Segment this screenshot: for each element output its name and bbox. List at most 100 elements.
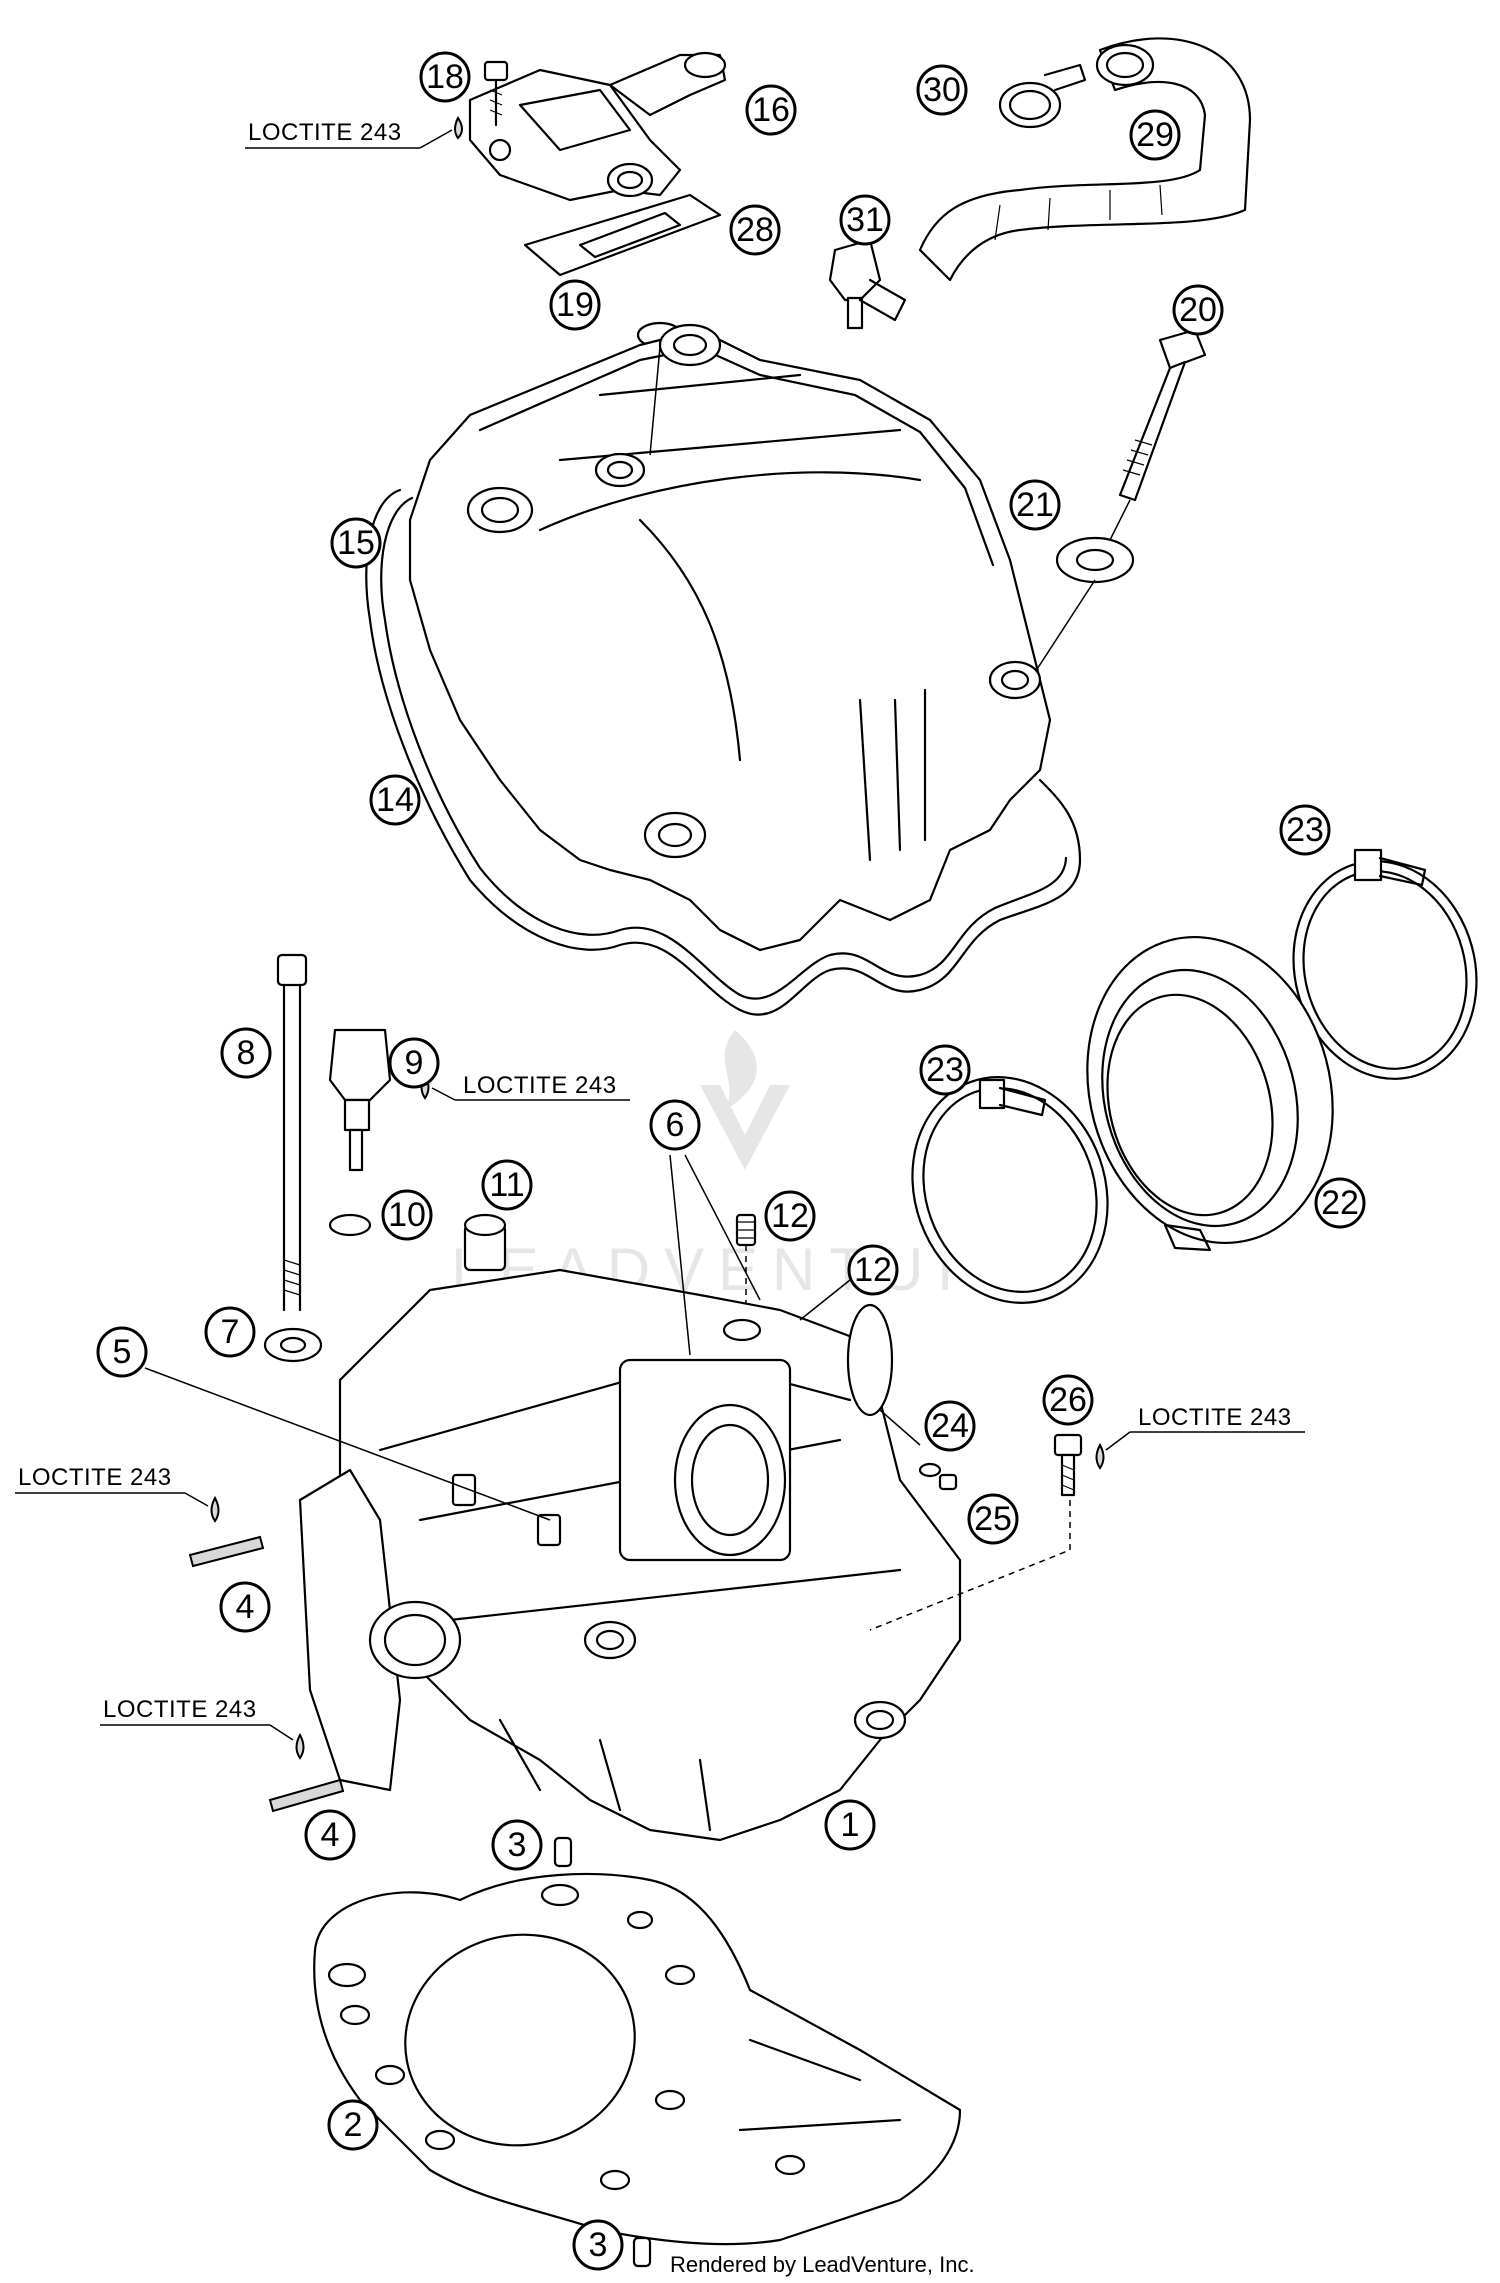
leader-19-to-cover [649, 346, 661, 456]
part-8-head-bolt [276, 953, 308, 1312]
callout-28: 28 [729, 204, 781, 256]
part-2-head-gasket [313, 1872, 962, 2246]
loctite-label-18: LOCTITE 243 [245, 119, 453, 149]
callout-3-upper: 3 [491, 1819, 543, 1871]
svg-text:11: 11 [489, 1166, 524, 1204]
callout-23-upper: 23 [1279, 804, 1331, 856]
part-11-sleeve [463, 1213, 507, 1272]
svg-text:23: 23 [1286, 811, 1324, 849]
svg-text:30: 30 [923, 71, 961, 109]
svg-text:26: 26 [1049, 1381, 1087, 1419]
part-4-lower-dowel [268, 1778, 345, 1813]
callout-12-lower: 12 [847, 1244, 899, 1296]
callout-12-upper: 12 [764, 1190, 816, 1242]
callout-19: 19 [549, 279, 601, 331]
svg-text:LOCTITE 243: LOCTITE 243 [248, 119, 402, 146]
svg-text:3: 3 [589, 2226, 608, 2264]
part-23-lower-clamp [911, 1076, 1109, 1304]
part-14-cover-gasket [365, 488, 1082, 1016]
callout-18: 18 [419, 51, 471, 103]
part-29-coolant-hose [918, 37, 1252, 282]
part-22-intake-boot [1086, 935, 1334, 1252]
loctite-drop-4-lower [295, 1732, 305, 1760]
part-18-screw [483, 60, 509, 127]
svg-text:12: 12 [854, 1251, 892, 1289]
callout-22: 22 [1314, 1177, 1366, 1229]
part-25-screw [938, 1473, 958, 1491]
svg-text:2: 2 [344, 2106, 363, 2144]
svg-text:31: 31 [846, 201, 884, 239]
part-21-washer [1055, 536, 1135, 584]
svg-text:5: 5 [113, 1333, 132, 1371]
callout-4-upper: 4 [219, 1581, 271, 1633]
leader-12b [799, 1279, 851, 1321]
part-10-o-ring [328, 1213, 372, 1237]
loctite-label-26: LOCTITE 243 [1105, 1404, 1305, 1451]
leader-21-to-cover [1029, 579, 1096, 681]
part-28-gasket [523, 193, 722, 277]
svg-text:23: 23 [926, 1051, 964, 1089]
svg-text:22: 22 [1321, 1184, 1359, 1222]
loctite-drop-26 [1095, 1442, 1105, 1470]
svg-text:9: 9 [405, 1044, 424, 1082]
part-23-upper-clamp [1292, 848, 1478, 1080]
svg-text:LOCTITE 243: LOCTITE 243 [463, 1072, 617, 1099]
svg-text:14: 14 [376, 781, 414, 819]
loctite-label-9: LOCTITE 243 [431, 1072, 630, 1101]
callout-14: 14 [369, 774, 421, 826]
callout-3-lower: 3 [572, 2219, 624, 2271]
part-12-plug [735, 1213, 757, 1247]
callout-31: 31 [839, 194, 891, 246]
leader-24 [879, 1409, 921, 1446]
callout-20: 20 [1172, 284, 1224, 336]
callout-26: 26 [1042, 1374, 1094, 1426]
svg-text:25: 25 [974, 1500, 1012, 1538]
callout-30: 30 [916, 64, 968, 116]
loctite-label-4-lower: LOCTITE 243 [100, 1696, 294, 1741]
svg-text:3: 3 [508, 1826, 527, 1864]
callout-5: 5 [96, 1326, 148, 1378]
callout-29: 29 [1129, 109, 1181, 161]
part-9-temp-sensor [328, 1028, 392, 1172]
part-26-screw [1053, 1433, 1083, 1497]
callout-8: 8 [220, 1027, 272, 1079]
callout-10: 10 [381, 1189, 433, 1241]
leader-6a [669, 1154, 691, 1356]
dashed-line-26 [869, 1500, 1071, 1631]
part-20-bolt [1118, 328, 1207, 502]
svg-text:19: 19 [556, 286, 594, 324]
callout-21: 21 [1009, 479, 1061, 531]
svg-text:LOCTITE 243: LOCTITE 243 [103, 1696, 257, 1723]
callout-4-lower: 4 [304, 1809, 356, 1861]
credit-text: Rendered by LeadVenture, Inc. [670, 2252, 975, 2277]
watermark-v-icon [700, 1085, 790, 1170]
leader-5 [144, 1367, 551, 1521]
svg-text:7: 7 [221, 1313, 240, 1351]
part-30-hose-clamp [998, 63, 1087, 129]
callout-23-lower: 23 [919, 1044, 971, 1096]
svg-text:29: 29 [1136, 116, 1174, 154]
callout-11: 11 [481, 1159, 533, 1211]
svg-text:10: 10 [388, 1196, 426, 1234]
callout-25: 25 [967, 1493, 1019, 1545]
callout-16: 16 [745, 84, 797, 136]
svg-text:12: 12 [771, 1197, 809, 1235]
svg-text:18: 18 [426, 58, 464, 96]
svg-text:16: 16 [752, 91, 790, 129]
callout-2: 2 [327, 2099, 379, 2151]
part-31-sensor [828, 238, 907, 330]
loctite-drop-18 [454, 116, 463, 140]
part-24-washer [918, 1462, 942, 1478]
callout-9: 9 [388, 1037, 440, 1089]
svg-text:15: 15 [337, 524, 375, 562]
callout-24: 24 [924, 1400, 976, 1452]
svg-text:LOCTITE 243: LOCTITE 243 [1138, 1404, 1292, 1431]
svg-text:24: 24 [931, 1407, 969, 1445]
part-3-lower-dowel-pin [632, 2236, 652, 2268]
svg-text:20: 20 [1179, 291, 1217, 329]
callout-15: 15 [330, 517, 382, 569]
loctite-drop-4-upper [210, 1495, 220, 1523]
callout-7: 7 [204, 1306, 256, 1358]
callout-1: 1 [824, 1799, 876, 1851]
